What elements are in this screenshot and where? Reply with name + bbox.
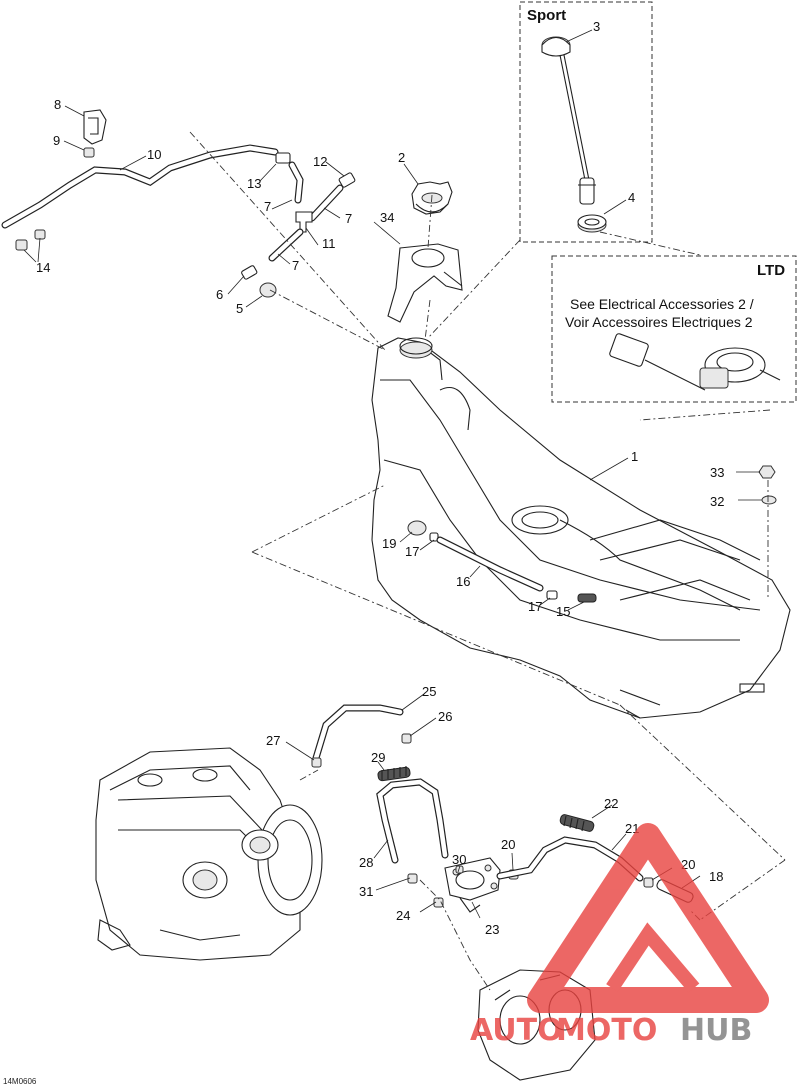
- assembly-lines: [189, 131, 786, 991]
- callout-16: 16: [456, 574, 470, 589]
- callout-12: 12: [313, 154, 327, 169]
- dipstick-gasket: [577, 214, 607, 233]
- vent-hose-10: [1, 144, 279, 229]
- callout-20a: 20: [501, 837, 515, 852]
- watermark-text-moto: MOTO: [556, 1013, 657, 1048]
- spring-29: [377, 766, 411, 782]
- callout-4: 4: [628, 190, 635, 205]
- callout-15: 15: [556, 604, 570, 619]
- clamp-27: [311, 757, 322, 768]
- callout-labels: 1 2 3 4 5 6 7 7 7 8 9 10 11 12 13 14 15 …: [36, 19, 724, 937]
- ltd-note-line1: See Electrical Accessories 2 /: [570, 296, 754, 312]
- callout-28: 28: [359, 855, 373, 870]
- ltd-box: LTD See Electrical Accessories 2 / Voir …: [551, 255, 797, 403]
- plug-14a: [15, 239, 28, 251]
- callout-7b: 7: [345, 211, 352, 226]
- connector-13: [275, 152, 291, 164]
- tee-fitting-11: [295, 211, 313, 233]
- fitting-17-lower: [546, 590, 558, 600]
- callout-31: 31: [359, 884, 373, 899]
- callout-23: 23: [485, 922, 499, 937]
- sport-box: Sport: [519, 1, 653, 243]
- fitting-30: [455, 865, 464, 874]
- clamp-26: [401, 733, 412, 744]
- fuel-level-sender: [609, 333, 781, 391]
- grommet-19: [407, 520, 427, 536]
- fuel-gauge-dipstick: [541, 36, 596, 205]
- callout-8: 8: [54, 97, 61, 112]
- callout-33: 33: [710, 465, 724, 480]
- vent-hose-7a: [288, 161, 304, 204]
- callout-2: 2: [398, 150, 405, 165]
- callout-27: 27: [266, 733, 280, 748]
- clamp-9: [83, 147, 95, 158]
- callout-9: 9: [53, 133, 60, 148]
- watermark-text-hub: HUB: [680, 1013, 752, 1048]
- callout-13: 13: [247, 176, 261, 191]
- callout-1: 1: [631, 449, 638, 464]
- callout-11: 11: [322, 236, 336, 251]
- callout-25: 25: [422, 684, 436, 699]
- callout-30: 30: [452, 852, 466, 867]
- callout-32: 32: [710, 494, 724, 509]
- fitting-15: [577, 593, 597, 603]
- grommet-5: [259, 282, 277, 298]
- nut-33: [758, 465, 776, 479]
- callout-34: 34: [380, 210, 394, 225]
- watermark-text-auto: AUTO: [470, 1013, 563, 1048]
- fitting-17-upper: [429, 532, 439, 542]
- fuel-hose-25: [312, 704, 404, 762]
- valve-6: [241, 265, 258, 280]
- spring-22: [559, 814, 595, 832]
- vent-hose-16: [436, 536, 544, 592]
- vent-hose-7c: [268, 228, 304, 262]
- callout-29: 29: [371, 750, 385, 765]
- callout-10: 10: [147, 147, 161, 162]
- figure-code: 14M0606: [3, 1077, 37, 1086]
- callout-26: 26: [438, 709, 452, 724]
- callout-17b: 17: [528, 599, 542, 614]
- washer-32: [761, 495, 777, 505]
- plug-14b: [34, 229, 46, 240]
- clip-8: [83, 109, 107, 145]
- valve-12: [338, 172, 356, 188]
- callout-22: 22: [604, 796, 618, 811]
- leader-lines: [23, 29, 762, 919]
- engine-block: [95, 747, 323, 961]
- callout-24: 24: [396, 908, 410, 923]
- callout-6: 6: [216, 287, 223, 302]
- callout-7c: 7: [292, 258, 299, 273]
- callout-17a: 17: [405, 544, 419, 559]
- sport-box-title: Sport: [527, 7, 566, 24]
- callout-19: 19: [382, 536, 396, 551]
- vent-hose-7b: [308, 184, 344, 222]
- callout-18: 18: [709, 869, 723, 884]
- clamp-20b: [643, 877, 654, 888]
- callout-14: 14: [36, 260, 50, 275]
- callout-3: 3: [593, 19, 600, 34]
- ltd-note-line2: Voir Accessoires Electriques 2: [565, 314, 753, 330]
- pulse-hose-28: [376, 778, 449, 864]
- ltd-box-title: LTD: [757, 262, 785, 279]
- cap-holder-bracket: [387, 243, 463, 323]
- callout-7a: 7: [264, 199, 271, 214]
- watermark-logo: AUTO MOTO HUB: [470, 823, 769, 1048]
- fuel-tank: [371, 337, 791, 719]
- callout-5: 5: [236, 301, 243, 316]
